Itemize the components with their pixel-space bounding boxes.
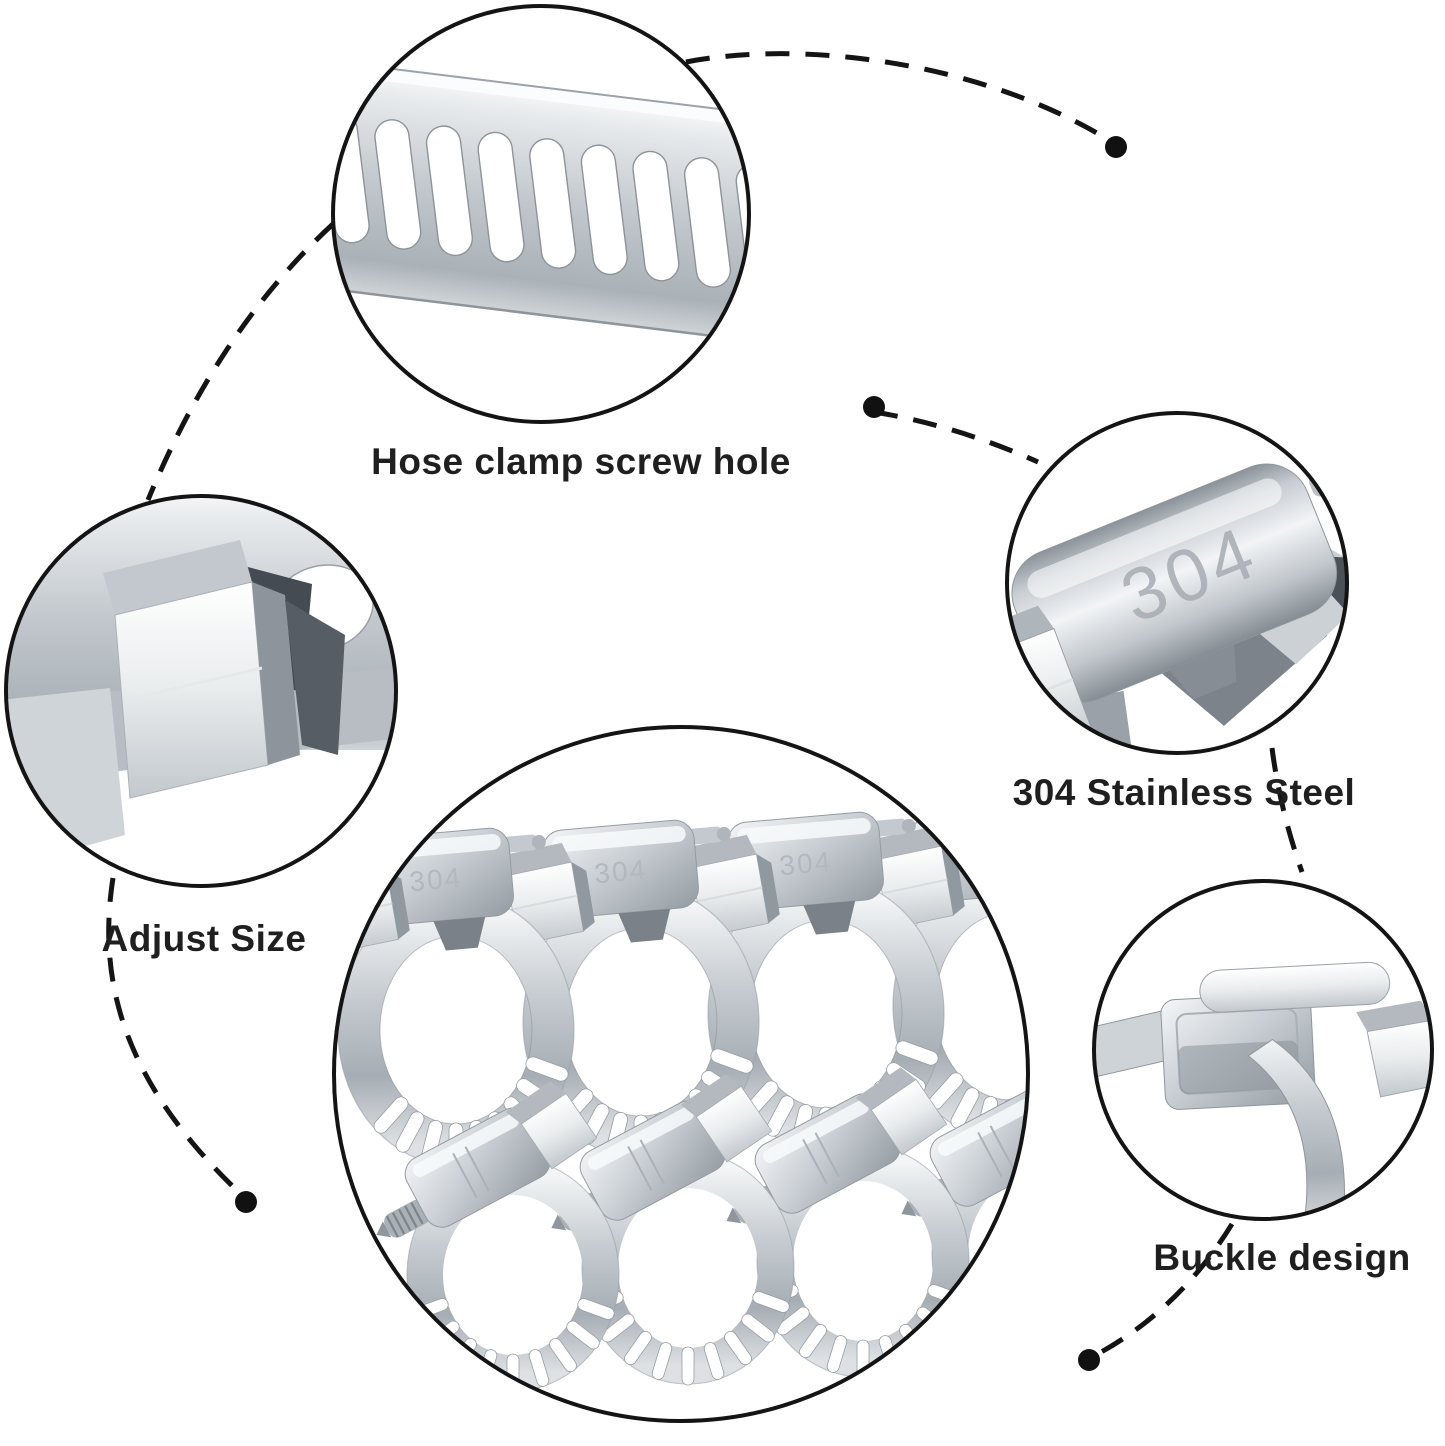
endpoint-dot <box>235 1191 257 1213</box>
endpoint-dot <box>1105 136 1127 158</box>
dashed-connectors <box>106 51 1305 1360</box>
endpoint-dot <box>863 396 885 418</box>
callout-circle-stainless-steel: 304 <box>1005 411 1349 755</box>
callout-circle-buckle-design <box>1092 879 1434 1221</box>
connector-buckle-to-dot <box>1090 1222 1235 1360</box>
product-photo-circle: 304 304 304 304 <box>332 725 1030 1423</box>
perforated-band-closeup <box>333 54 749 349</box>
callout-label-screw-hole: Hose clamp screw hole <box>371 441 791 482</box>
endpoint-dot <box>1078 1349 1100 1371</box>
buckle-strap <box>1247 1038 1346 1219</box>
callout-circle-adjust-size <box>4 494 398 888</box>
callout-label-adjust-size: Adjust Size <box>102 918 307 959</box>
connector-top-to-dot <box>685 51 1114 145</box>
connector-endpoint-dots <box>235 136 1127 1371</box>
clamp-marking: 304 <box>408 862 463 897</box>
screw-tip <box>1309 461 1347 497</box>
adjust-screw-closeup <box>6 496 396 870</box>
callout-label-buckle-design: Buckle design <box>1153 1237 1410 1278</box>
clamp-marking: 304 <box>963 838 1018 873</box>
callout-label-stainless-steel: 304 Stainless Steel <box>1013 772 1356 813</box>
connector-stainless-to-buckle <box>1269 747 1305 873</box>
connector-dot-to-stainless <box>873 409 1040 465</box>
clamp-marking: 304 <box>593 854 648 889</box>
clamp-marking: 304 <box>778 846 833 881</box>
callout-circle-screw-hole <box>331 4 751 424</box>
buckle-nut <box>1356 1000 1432 1098</box>
connector-adjust-to-dot <box>106 877 247 1200</box>
connector-top-to-adjust <box>145 222 335 501</box>
buckle-closeup <box>1094 961 1432 1219</box>
